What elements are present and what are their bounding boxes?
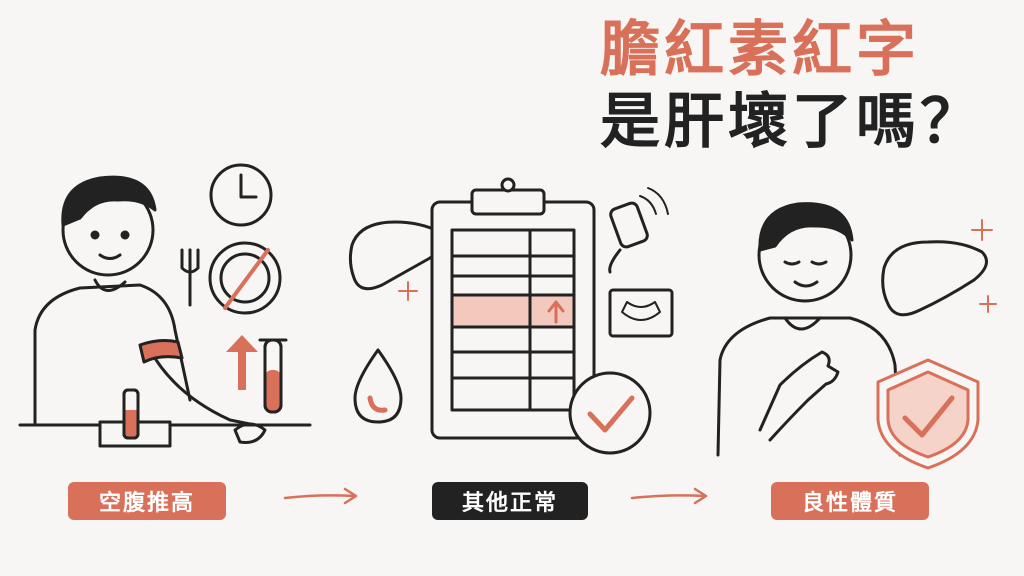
arrow-right-icon [630, 487, 708, 505]
clock-icon [209, 163, 273, 227]
step-badge-others-normal: 其他正常 [432, 482, 588, 520]
headline: 膽紅素紅字 是肝壞了嗎？ [600, 14, 984, 158]
step-label: 良性體質 [801, 491, 898, 516]
step-label: 空腹推高 [98, 491, 195, 516]
arrow-right-icon [283, 487, 358, 505]
clipboard-report-icon [430, 177, 596, 440]
shield-check-icon [876, 358, 980, 470]
headline-line-1: 膽紅素紅字 [600, 15, 920, 85]
no-meal-icon [180, 241, 282, 315]
person-relieved [716, 202, 902, 457]
sparkle-icon [398, 281, 418, 301]
up-arrow-icon [226, 335, 258, 390]
person-blood-test [18, 175, 312, 448]
ultrasound-monitor-icon [608, 288, 674, 338]
check-circle-icon [568, 371, 652, 455]
test-tube-icon [258, 338, 288, 414]
step-label: 其他正常 [461, 491, 558, 516]
blood-drop-icon [353, 348, 403, 424]
sparkle-icon [971, 219, 997, 313]
liver-icon [348, 220, 444, 291]
step-badge-benign-constitution: 良性體質 [771, 482, 929, 520]
headline-line-2: 是肝壞了嗎？ [600, 87, 984, 157]
ultrasound-probe-icon [608, 187, 669, 274]
liver-icon [881, 240, 988, 317]
step-badge-fasting-rise: 空腹推高 [68, 482, 226, 520]
